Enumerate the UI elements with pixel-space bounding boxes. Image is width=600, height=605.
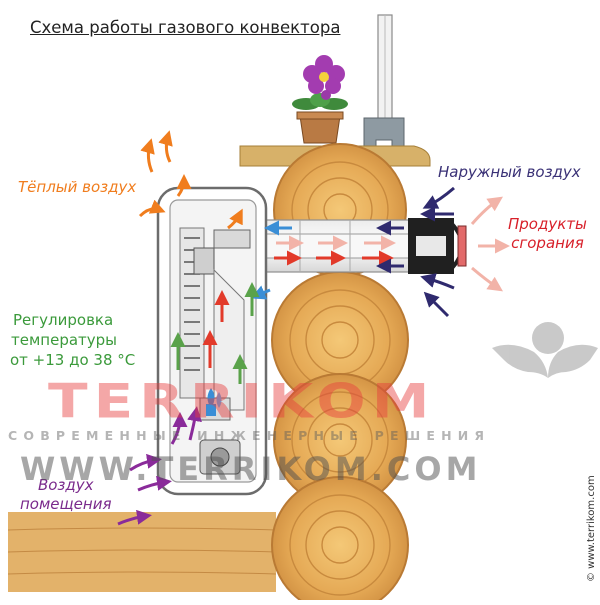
watermark-tagline: СОВРЕМЕННЫЕ ИНЖЕНЕРНЫЕ РЕШЕНИЯ	[8, 428, 491, 443]
regulation-line2: температуры	[11, 331, 118, 349]
watermark-brand: TERRIKOM	[48, 373, 436, 429]
combustion-products-line1: Продукты	[508, 215, 587, 233]
flower-pot-icon	[292, 55, 348, 144]
combustion-products-label: Продукты сгорания	[508, 215, 587, 253]
room-air-line2: помещения	[20, 495, 112, 513]
regulation-label: Регулировка температуры от +13 до 38 °C	[10, 310, 135, 370]
outside-air-arrows	[376, 186, 455, 318]
warm-air-arrows	[138, 130, 243, 230]
window-frame-icon	[363, 14, 405, 159]
warm-air-label: Тёплый воздух	[18, 178, 137, 196]
copyright-text: © www.terrikom.com	[586, 475, 597, 582]
room-air-label: Воздух помещения	[20, 476, 111, 514]
convection-arrows	[170, 282, 260, 384]
flame-icon	[207, 388, 222, 408]
room-air-line1: Воздух	[37, 476, 94, 494]
room-air-arrows	[117, 406, 202, 526]
combustion-products-line2: сгорания	[511, 234, 584, 252]
coaxial-pipe-icon	[261, 218, 467, 274]
combustion-arrows	[274, 196, 510, 292]
page-title: Схема работы газового конвектора	[30, 18, 341, 37]
watermark-site: WWW.TERRIKOM.COM	[20, 450, 482, 488]
regulation-line3: от +13 до 38 °C	[10, 351, 136, 369]
convector-icon	[156, 186, 268, 496]
floor	[8, 512, 276, 592]
regulation-line1: Регулировка	[13, 311, 114, 329]
log-wall-icon	[271, 143, 409, 605]
hot-air-arrows	[202, 290, 230, 368]
outside-air-label: Наружный воздух	[438, 163, 581, 181]
eagle-logo-icon	[492, 322, 598, 378]
